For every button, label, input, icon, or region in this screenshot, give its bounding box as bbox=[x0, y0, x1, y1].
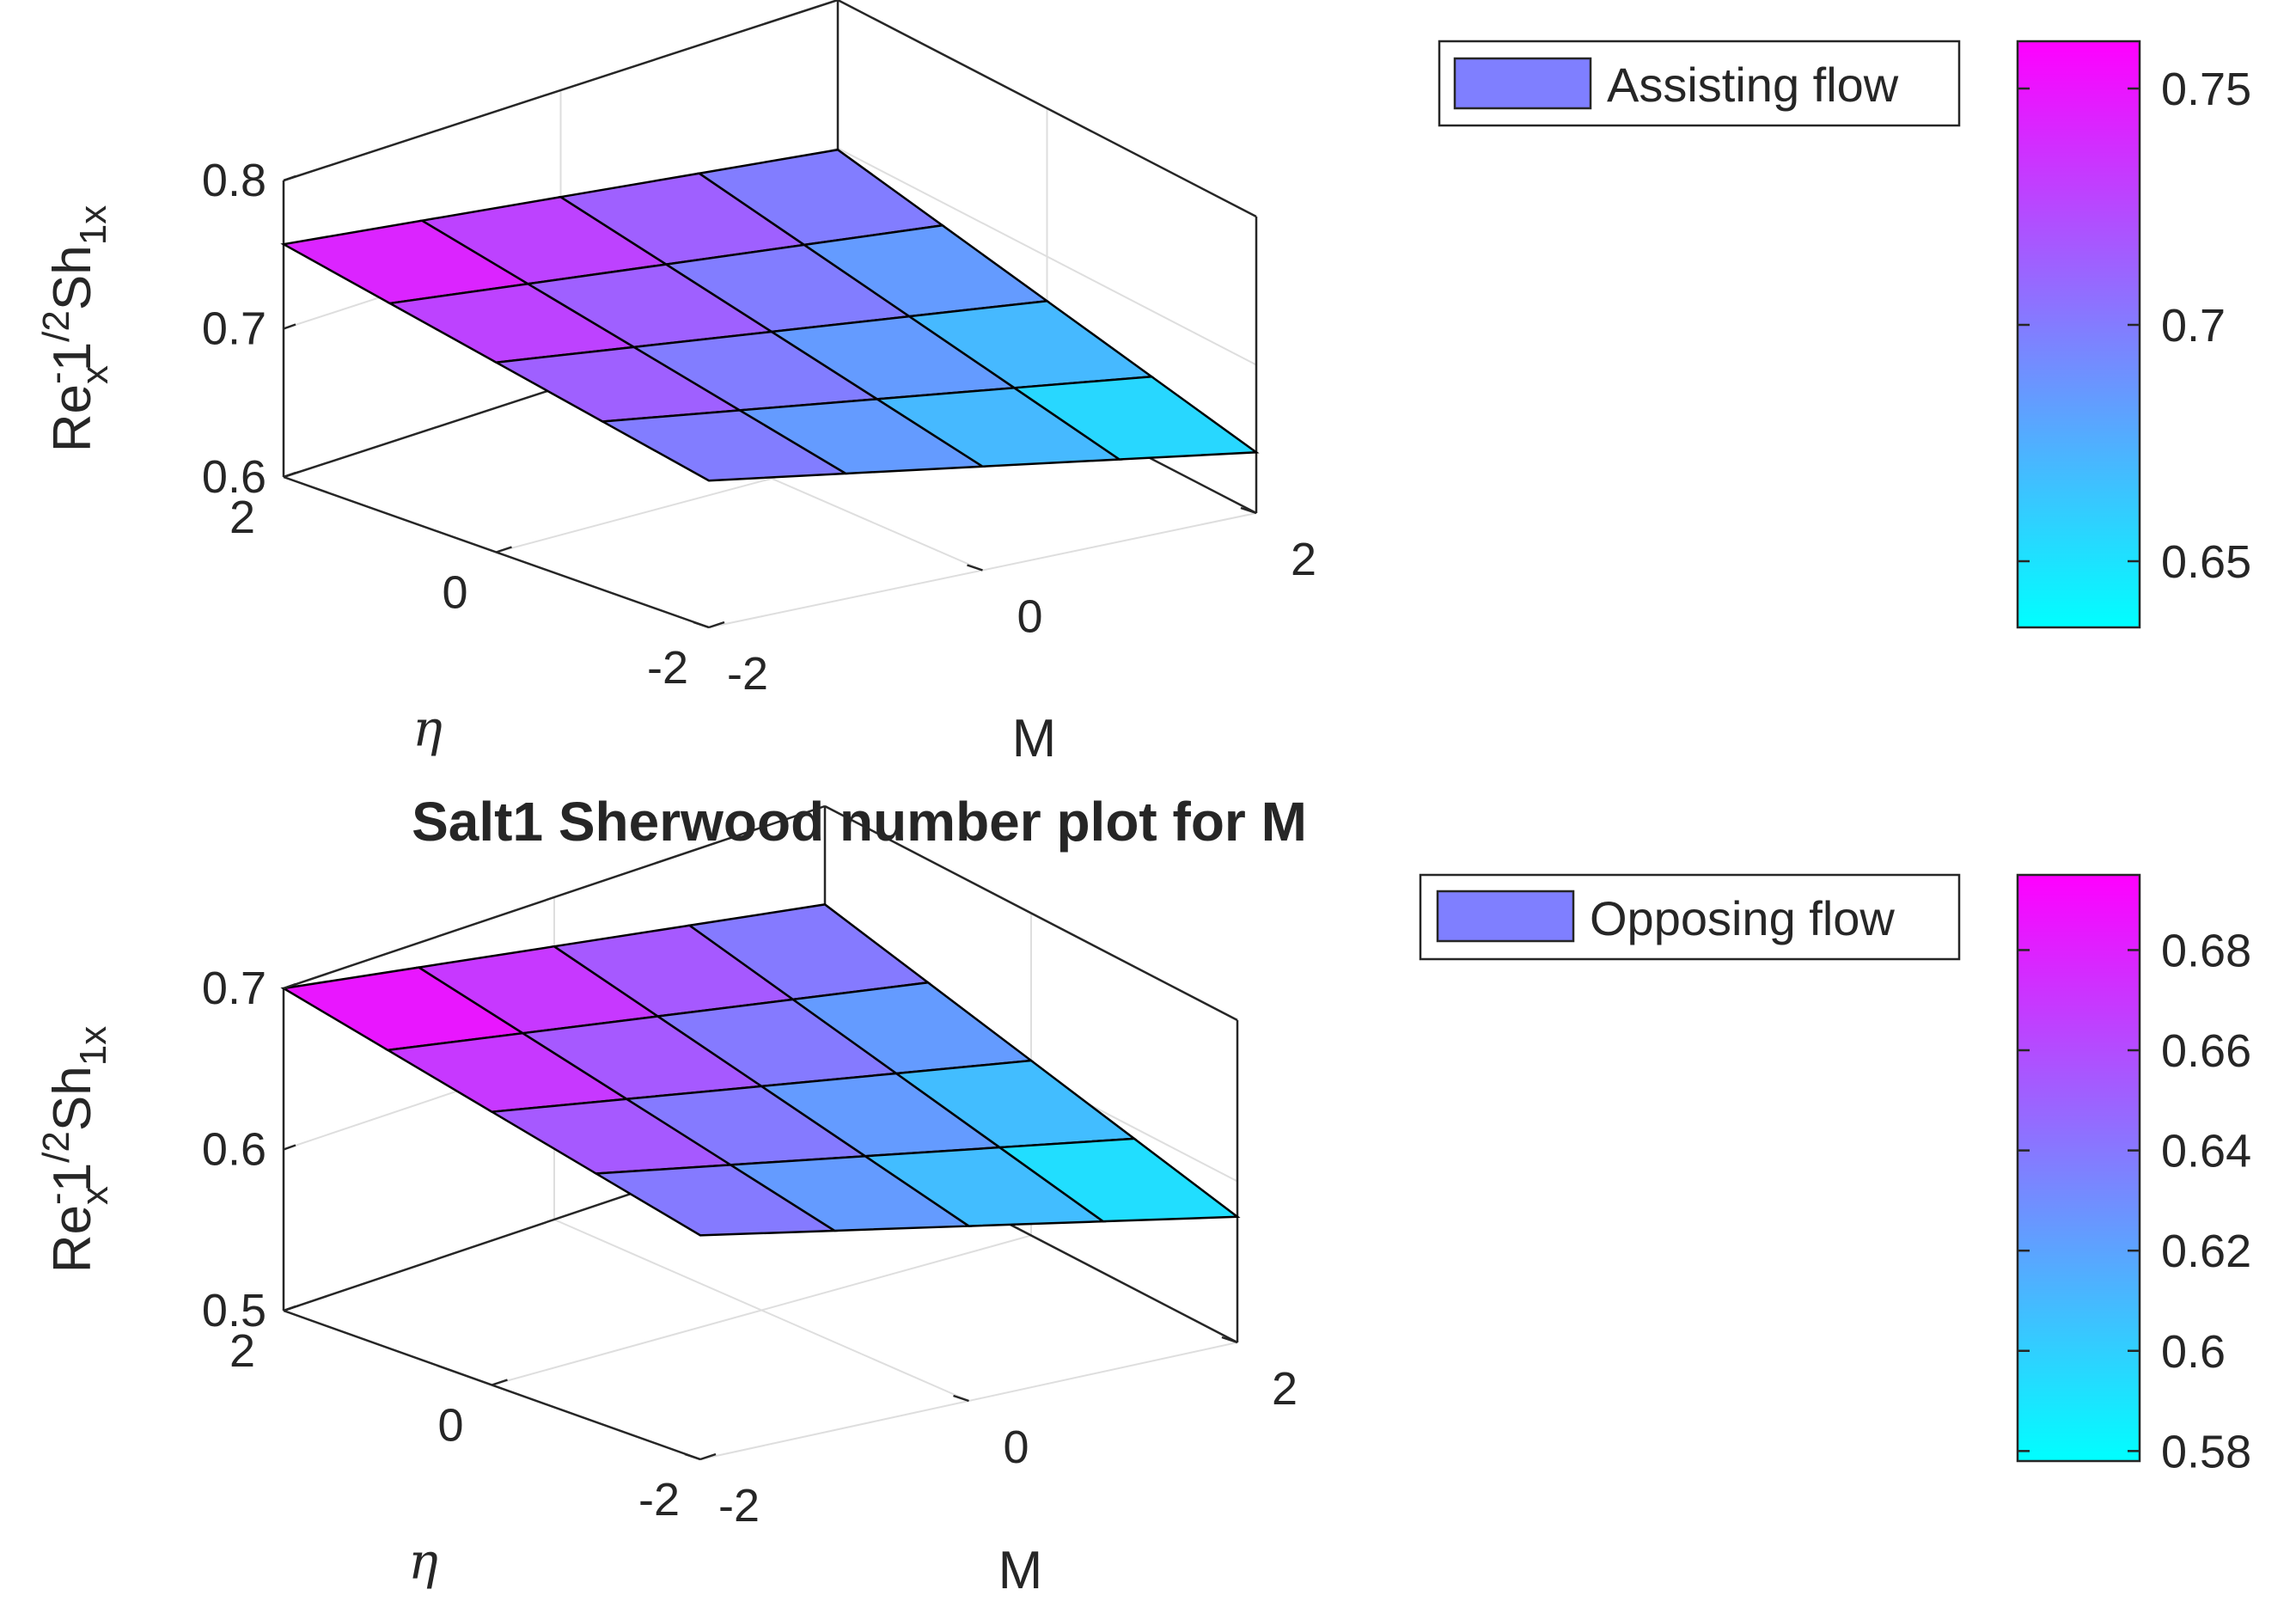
chart-title-2: Salt1 Sherwood number plot for M bbox=[412, 791, 1307, 853]
z-tick-label: 0.6 bbox=[202, 451, 266, 503]
legend-assisting: Assisting flow bbox=[1438, 40, 1961, 127]
colorbar-assisting: 0.65 0.7 0.75 bbox=[2016, 40, 2251, 629]
legend-label: Opposing flow bbox=[1590, 891, 1895, 945]
x-tick-label: 2 bbox=[1272, 1363, 1298, 1415]
y-tick-label: -2 bbox=[647, 642, 688, 694]
z-axis-label-part: 1x bbox=[72, 1026, 114, 1066]
colorbar-opposing: 0.58 0.6 0.62 0.64 0.66 0.68 bbox=[2016, 873, 2251, 1477]
legend-swatch bbox=[1436, 890, 1575, 943]
z-axis-label-part: Re bbox=[43, 384, 102, 452]
z-axis-label-part: x bbox=[74, 1186, 116, 1205]
y-tick-label: 0 bbox=[442, 567, 467, 619]
y-tick-label: 0 bbox=[437, 1400, 463, 1452]
x-tick bbox=[693, 621, 710, 629]
colorbar-tick-label: 0.75 bbox=[2161, 64, 2251, 115]
z-tick-label: 0.7 bbox=[202, 963, 266, 1014]
legend-opposing: Opposing flow bbox=[1419, 873, 1961, 961]
z-tick bbox=[283, 323, 296, 330]
x-tick bbox=[1240, 506, 1257, 515]
y-tick-label: -2 bbox=[638, 1474, 680, 1526]
legend-label: Assisting flow bbox=[1607, 58, 1899, 112]
colorbar-tick-label: 0.58 bbox=[2161, 1426, 2251, 1477]
colorbar-tick-label: 0.68 bbox=[2161, 925, 2251, 976]
x-axis-label: M bbox=[998, 1541, 1043, 1600]
axis-edge bbox=[824, 804, 1238, 1022]
z-tick bbox=[283, 174, 296, 182]
x-tick-label: 0 bbox=[1017, 591, 1042, 643]
z-tick-label: 0.6 bbox=[202, 1124, 266, 1176]
y-tick bbox=[283, 1304, 300, 1312]
colorbar-tick-label: 0.66 bbox=[2161, 1025, 2251, 1077]
z-axis-label-part: Re bbox=[43, 1205, 102, 1273]
z-tick-label: 0.8 bbox=[202, 155, 266, 206]
y-tick bbox=[492, 1379, 508, 1386]
axis-edge bbox=[283, 0, 839, 182]
surface-plot-opposing: 0.5 0.6 0.7 -2 0 2 -2 0 2Mη Rex-1/2Sh1x bbox=[35, 804, 1298, 1600]
y-tick bbox=[699, 1452, 717, 1461]
colorbar-gradient bbox=[2016, 873, 2141, 1463]
y-tick-label: 2 bbox=[229, 1325, 255, 1377]
colorbar-gradient bbox=[2016, 40, 2141, 629]
x-tick-label: 0 bbox=[1003, 1422, 1029, 1473]
z-axis-label-part: 1x bbox=[72, 205, 114, 245]
x-tick bbox=[953, 1394, 969, 1403]
z-axis-label: Rex-1/2Sh1x bbox=[35, 1026, 116, 1273]
y-tick bbox=[496, 546, 512, 553]
colorbar-tick-label: 0.64 bbox=[2161, 1126, 2251, 1177]
y-tick bbox=[283, 470, 300, 479]
y-tick-label: 2 bbox=[229, 492, 255, 543]
z-axis-label-part: /2 bbox=[35, 1131, 77, 1163]
y-tick bbox=[708, 621, 725, 629]
z-tick bbox=[283, 982, 296, 990]
x-tick bbox=[967, 564, 983, 572]
z-axis-label-part: 1 bbox=[43, 1163, 102, 1192]
z-axis-label-part: - bbox=[35, 1192, 77, 1205]
surface-plot-assisting: 0.6 0.7 0.8 -2 0 2 -2 0 2Mη Rex-1/2Sh1x bbox=[35, 0, 1316, 768]
axis-edge bbox=[283, 804, 826, 990]
z-axis-label-part: /2 bbox=[35, 310, 77, 342]
colorbar-tick-label: 0.7 bbox=[2161, 300, 2226, 352]
z-axis-label: Rex-1/2Sh1x bbox=[35, 205, 116, 452]
x-tick-label: -2 bbox=[718, 1480, 760, 1532]
y-axis-label: η bbox=[408, 1532, 438, 1591]
surface-patch bbox=[1011, 375, 1260, 461]
y-axis-label: η bbox=[412, 700, 443, 758]
z-tick-label: 0.5 bbox=[202, 1285, 266, 1336]
surface-patch bbox=[996, 1137, 1241, 1223]
x-tick-label: -2 bbox=[727, 648, 768, 700]
z-tick-label: 0.7 bbox=[202, 303, 266, 355]
z-axis-label-part: 1 bbox=[43, 342, 102, 371]
x-tick bbox=[1221, 1336, 1238, 1344]
colorbar-tick-label: 0.6 bbox=[2161, 1326, 2226, 1378]
z-axis-label-part: Sh bbox=[43, 1066, 102, 1131]
x-axis-label: M bbox=[1012, 709, 1057, 768]
z-axis-label-part: Sh bbox=[43, 245, 102, 310]
z-axis-label-part: x bbox=[74, 365, 116, 384]
colorbar-tick-label: 0.62 bbox=[2161, 1226, 2251, 1277]
z-tick bbox=[283, 1144, 296, 1151]
axis-edge bbox=[837, 0, 1257, 218]
colorbar-tick-label: 0.65 bbox=[2161, 536, 2251, 588]
z-axis-label-part: - bbox=[35, 371, 77, 384]
legend-swatch bbox=[1453, 57, 1592, 110]
x-tick bbox=[684, 1452, 701, 1461]
x-tick-label: 2 bbox=[1291, 534, 1316, 585]
